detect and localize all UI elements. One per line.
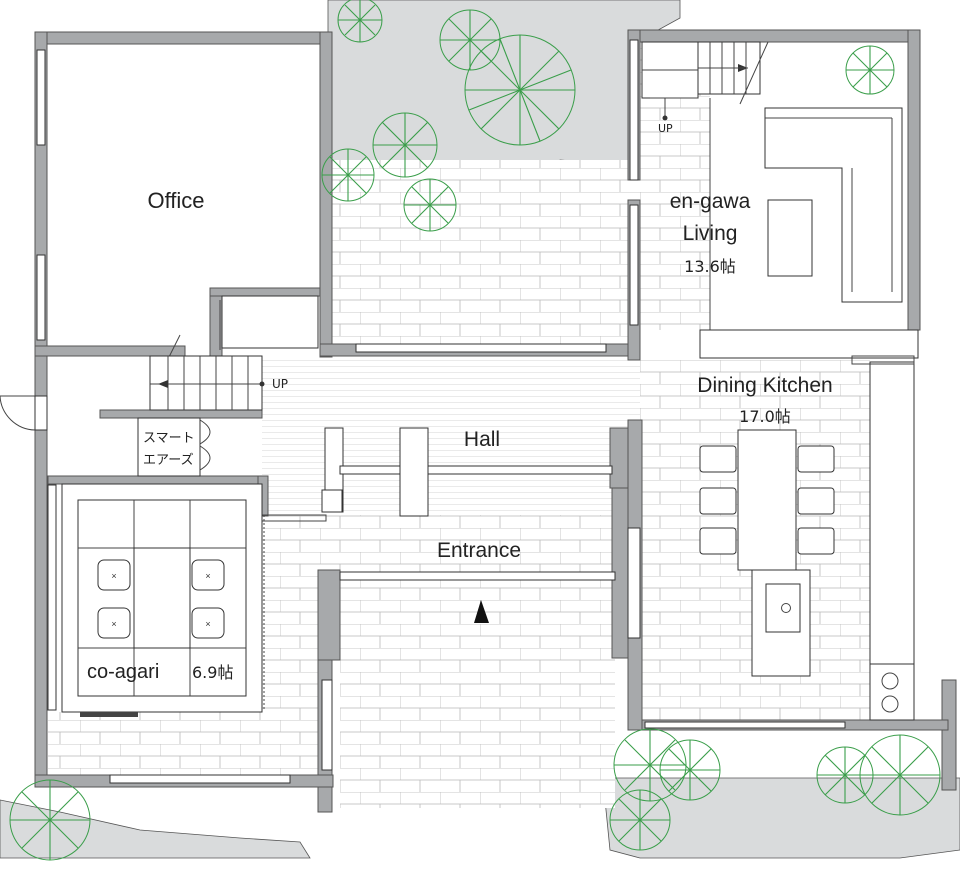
yard-southwest (0, 799, 311, 859)
dining-label: Dining Kitchen (697, 374, 832, 397)
entrance-side-window (321, 679, 333, 771)
svg-text:×: × (205, 571, 210, 581)
tree-courtyard-6 (337, 0, 383, 43)
tree-courtyard-1 (464, 34, 576, 146)
coffee-table (767, 199, 813, 277)
tree-southeast-1 (613, 728, 687, 802)
coagari-window-west (47, 484, 57, 711)
office-window-west (36, 49, 46, 146)
main-stair-up-label: UP (272, 377, 288, 391)
tree-southeast-5 (816, 746, 874, 804)
dining-table (737, 429, 797, 571)
tree-courtyard-5 (439, 9, 501, 71)
coagari-label: co-agari (87, 661, 159, 683)
tree-living (845, 45, 895, 95)
hall-label: Hall (464, 428, 500, 451)
office-label: Office (147, 188, 204, 213)
tree-courtyard-4 (403, 178, 457, 232)
living-stair (641, 41, 769, 121)
courtyard-sash (355, 343, 607, 353)
kitchen-counter (869, 361, 915, 665)
tree-southeast-3 (609, 789, 671, 851)
main-stair (149, 355, 265, 411)
living-area: 13.6帖 (684, 257, 736, 276)
entrance-door (339, 571, 616, 581)
living-sash-2 (629, 204, 639, 326)
sink (765, 583, 801, 633)
svg-text:×: × (205, 619, 210, 629)
coagari-sash (109, 774, 291, 784)
living-counter (699, 329, 919, 359)
living-label-1: en-gawa (670, 190, 751, 213)
hall-step (321, 489, 343, 513)
svg-text:×: × (111, 571, 116, 581)
dining-chairs (699, 445, 835, 555)
hall-bench-center (399, 427, 429, 517)
entrance-arrow-icon (474, 600, 489, 623)
kitchen-counter-edge (851, 355, 915, 365)
smart-airs-label-2: エアーズ (143, 452, 194, 468)
coagari-side-tiles (262, 515, 326, 715)
west-door-swing (0, 395, 36, 431)
courtyard-paving (330, 160, 640, 345)
hall-counter (339, 465, 613, 475)
dining-sash (644, 721, 846, 729)
living-sash (629, 39, 639, 181)
smart-airs-label-1: スマート (143, 431, 195, 446)
dining-side-window (627, 527, 641, 639)
coagari-tatami: × × × × (61, 483, 263, 717)
dining-area: 17.0帖 (739, 407, 791, 426)
office-closet (221, 295, 319, 349)
tree-courtyard-2 (372, 112, 438, 178)
smart-airs-closet (137, 417, 201, 477)
coagari-floor-border (48, 712, 328, 780)
entrance-label: Entrance (437, 539, 521, 562)
tree-courtyard-3 (321, 148, 375, 202)
coagari-area: 6.9帖 (192, 663, 233, 682)
svg-text:×: × (111, 619, 116, 629)
living-stair-up-label: UP (658, 122, 673, 135)
sofa (764, 107, 903, 303)
office-window-west-2 (36, 254, 46, 341)
tree-southeast-2 (659, 739, 721, 801)
hall-floor (262, 355, 640, 515)
living-label-2: Living (683, 222, 738, 245)
tree-southwest (9, 779, 91, 861)
